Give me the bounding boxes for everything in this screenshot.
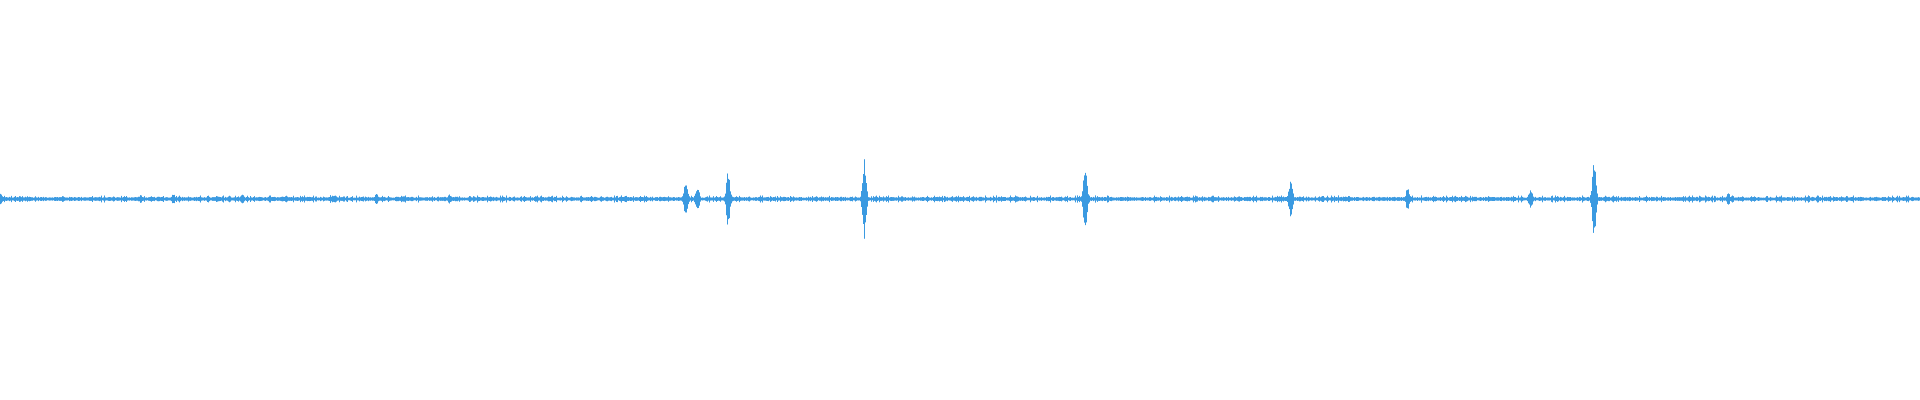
waveform-samples [0,159,1920,239]
waveform-amplitude-trace [0,159,1920,239]
